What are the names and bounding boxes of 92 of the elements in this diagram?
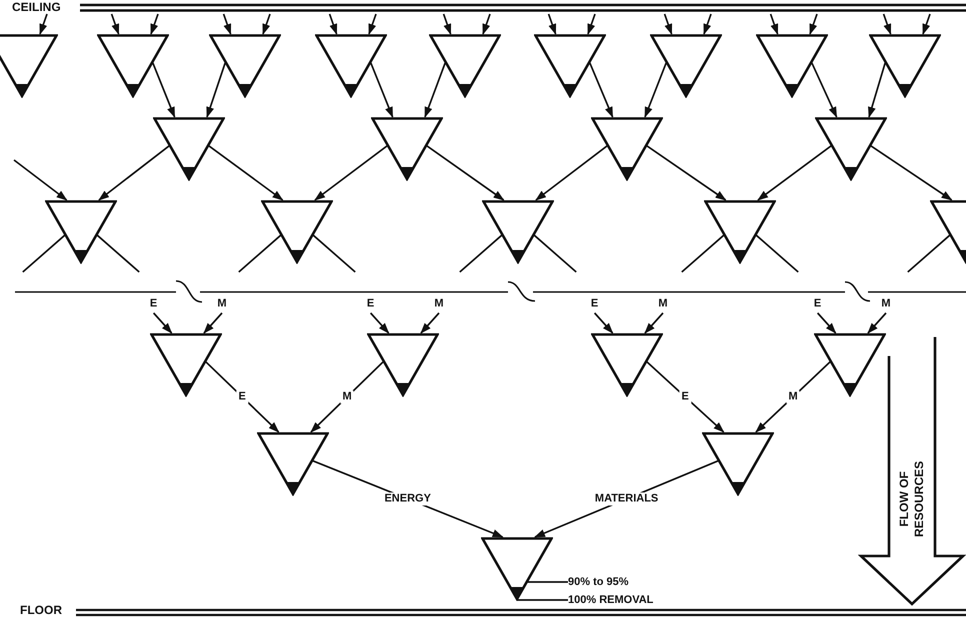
connector-line <box>96 234 140 273</box>
funnel-triangle <box>429 34 501 98</box>
arrow <box>870 145 952 201</box>
arrow <box>482 14 491 35</box>
funnel-triangle <box>0 34 58 98</box>
connector-line <box>534 234 577 273</box>
edge-label: MATERIALS <box>592 492 660 506</box>
arrow <box>206 62 226 118</box>
funnel-triangle <box>650 34 722 98</box>
connector-line <box>22 234 66 273</box>
ceiling-label: CEILING <box>12 1 61 14</box>
arrow <box>770 14 778 35</box>
arrow <box>152 62 176 118</box>
connector-line <box>681 234 724 273</box>
funnel-triangle <box>315 34 387 98</box>
arrow <box>310 361 384 433</box>
edge-label: E <box>236 390 248 404</box>
arrow <box>809 14 818 35</box>
arrow <box>589 62 614 118</box>
arrow <box>39 14 48 35</box>
arrow <box>755 361 831 433</box>
funnel-triangle <box>534 34 606 98</box>
arrow <box>703 14 712 35</box>
arrow <box>426 145 504 201</box>
edge-label: E <box>680 390 691 404</box>
funnel-triangle <box>591 117 663 181</box>
funnel-triangle <box>756 34 828 98</box>
arrow <box>816 312 836 334</box>
connector-line <box>907 234 950 273</box>
leader-line <box>528 581 568 583</box>
arrow <box>811 62 838 118</box>
arrow <box>882 14 892 35</box>
arrow <box>370 62 394 118</box>
leader-line <box>518 599 568 601</box>
funnel-triangle <box>869 34 941 98</box>
funnel-triangle <box>209 34 281 98</box>
arrow <box>152 312 172 334</box>
edge-label: M <box>340 390 354 404</box>
arrow <box>110 14 120 35</box>
arrow <box>867 312 887 334</box>
arrow <box>644 312 664 334</box>
arrow <box>922 14 931 35</box>
arrow <box>442 14 452 35</box>
arrow <box>868 62 886 118</box>
funnel-triangle <box>371 117 443 181</box>
arrow <box>98 145 170 201</box>
arrow <box>368 14 377 35</box>
annotation-text: 90% to 95% <box>568 575 629 589</box>
arrow <box>664 14 672 35</box>
arrow <box>205 361 280 433</box>
connector-line <box>312 234 356 273</box>
arrow <box>535 145 608 201</box>
arrow <box>420 312 440 334</box>
funnel-triangle <box>482 200 554 264</box>
funnel-triangle <box>257 432 329 496</box>
funnel-triangle <box>97 34 169 98</box>
connector-line <box>238 234 282 273</box>
arrow <box>262 14 271 35</box>
funnel-triangle <box>702 432 774 496</box>
edge-label: M <box>786 390 800 404</box>
arrow <box>314 145 388 201</box>
arrow <box>594 312 614 334</box>
arrow <box>13 159 68 201</box>
arrow <box>587 14 596 35</box>
funnel-triangle <box>367 333 439 397</box>
funnel-triangle <box>814 333 886 397</box>
arrow <box>328 14 338 35</box>
funnel-triangle <box>815 117 887 181</box>
arrow-label: FLOW OF RESOURCES <box>897 460 927 540</box>
arrow <box>646 361 724 433</box>
funnel-triangle <box>261 200 333 264</box>
connector-line <box>459 234 502 273</box>
arrow <box>370 312 390 334</box>
arrow <box>424 62 446 118</box>
edge-label: ENERGY <box>382 492 433 506</box>
arrow <box>644 62 667 118</box>
arrow <box>150 14 159 35</box>
arrow <box>222 14 232 35</box>
arrow <box>203 312 223 334</box>
funnel-triangle <box>481 537 553 601</box>
arrow <box>646 145 726 201</box>
arrow <box>757 145 832 201</box>
arrow <box>548 14 556 35</box>
floor-label: FLOOR <box>20 604 62 617</box>
connector-line <box>756 234 799 273</box>
funnel-triangle <box>704 200 776 264</box>
funnel-triangle <box>153 117 225 181</box>
funnel-triangle <box>150 333 222 397</box>
arrow <box>208 145 284 201</box>
funnel-triangle <box>591 333 663 397</box>
funnel-triangle <box>45 200 117 264</box>
annotation-text: 100% REMOVAL <box>568 593 654 607</box>
